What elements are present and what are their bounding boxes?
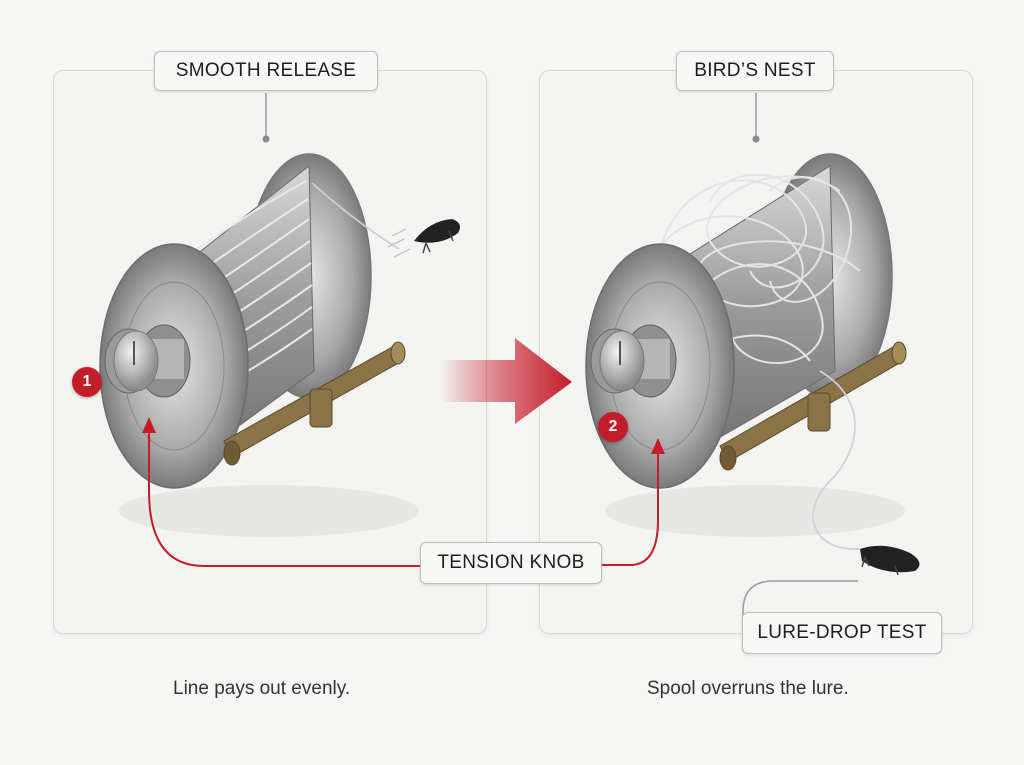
fishing-lure-icon (387, 219, 460, 258)
birds-nest-caption: Spool overruns the lure. (647, 678, 849, 699)
smooth-release-panel (53, 70, 487, 634)
lure-drop-test-callout: LURE-DROP TEST (742, 612, 942, 654)
tension-knob-callout: TENSION KNOB (420, 542, 602, 584)
step-badge-1: 1 (72, 367, 102, 397)
smooth-spool-illustration (99, 93, 460, 567)
arrow-right-icon (440, 338, 572, 424)
smooth-release-label: SMOOTH RELEASE (154, 51, 378, 91)
birds-nest-panel (539, 70, 973, 634)
step-badge-2: 2 (598, 412, 628, 442)
fishing-lure-icon (860, 545, 920, 576)
smooth-release-caption: Line pays out evenly. (173, 678, 351, 699)
birds-nest-label: BIRD’S NEST (676, 51, 834, 91)
